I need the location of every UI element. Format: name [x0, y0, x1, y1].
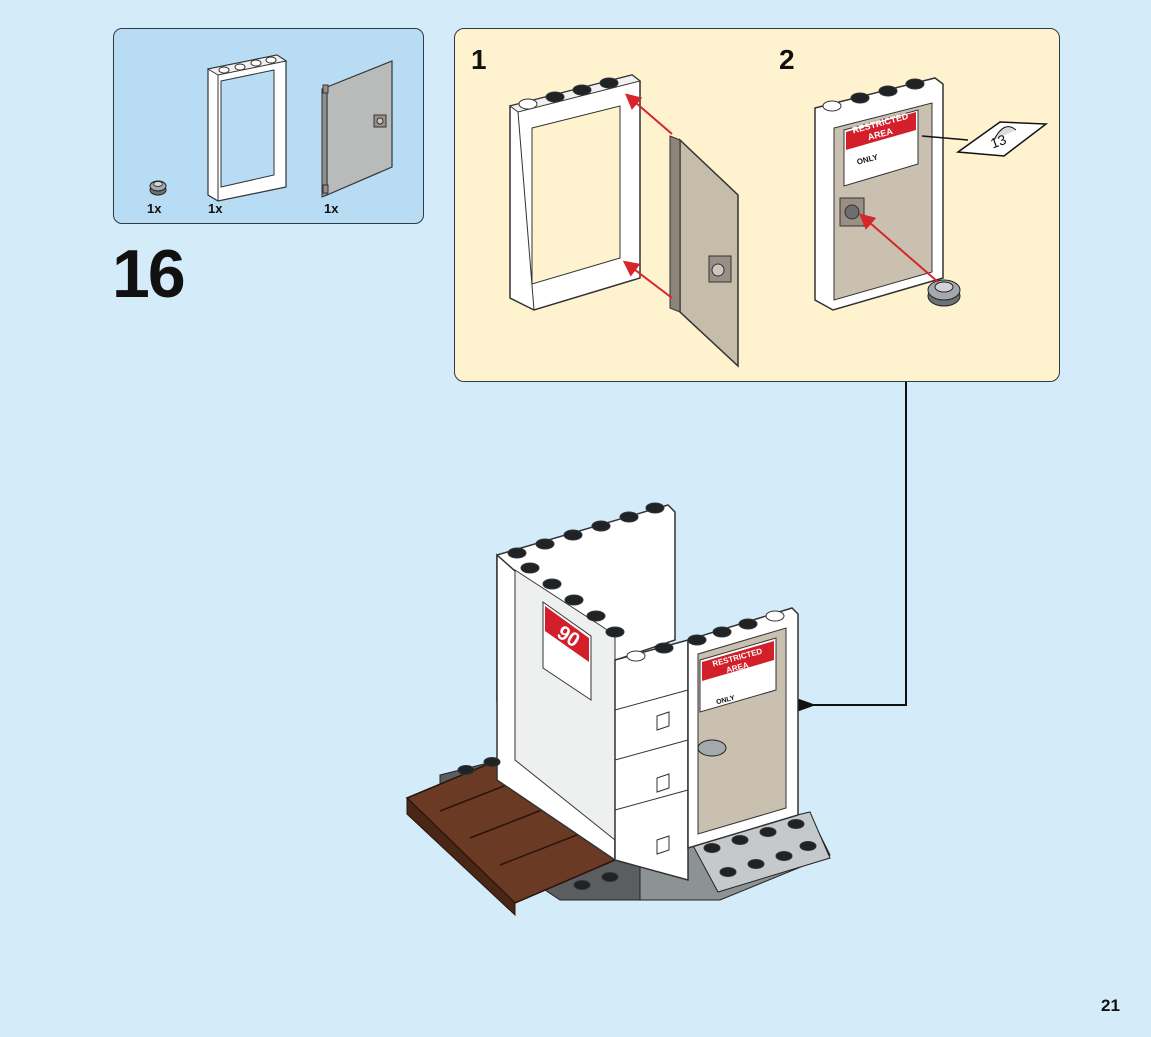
parts-list-box: 1x 1x 1x: [113, 28, 424, 224]
substep-label: 2: [779, 44, 795, 75]
assembly-arrow: [858, 213, 939, 283]
part-quantity: 1x: [208, 201, 223, 216]
door-part-icon: [321, 60, 393, 198]
callout-connector-arrow: [788, 382, 907, 715]
substep2-door-assembly: [814, 77, 944, 311]
door-frame-part-icon: [206, 54, 288, 202]
part-quantity: 1x: [324, 201, 339, 216]
sticker-footer: ONLY: [716, 695, 736, 707]
substep1-door: [669, 135, 739, 368]
page-number: 21: [1101, 996, 1120, 1015]
part-quantity: 1x: [147, 201, 162, 216]
main-build-model: [405, 502, 831, 917]
parts-illustrations: [149, 54, 393, 202]
sticker-leader-line: [921, 135, 969, 141]
assembly-arrow: [624, 93, 673, 135]
substep1-door-frame: [508, 74, 642, 311]
round-plate: [927, 279, 961, 307]
substep-label: 1: [471, 44, 487, 75]
step-number: 16: [112, 236, 186, 312]
round-plate-part-icon: [149, 180, 167, 196]
sticker-callout: [955, 121, 1049, 157]
assembly-arrow: [622, 260, 673, 299]
sticker-number: 13: [988, 131, 1008, 151]
